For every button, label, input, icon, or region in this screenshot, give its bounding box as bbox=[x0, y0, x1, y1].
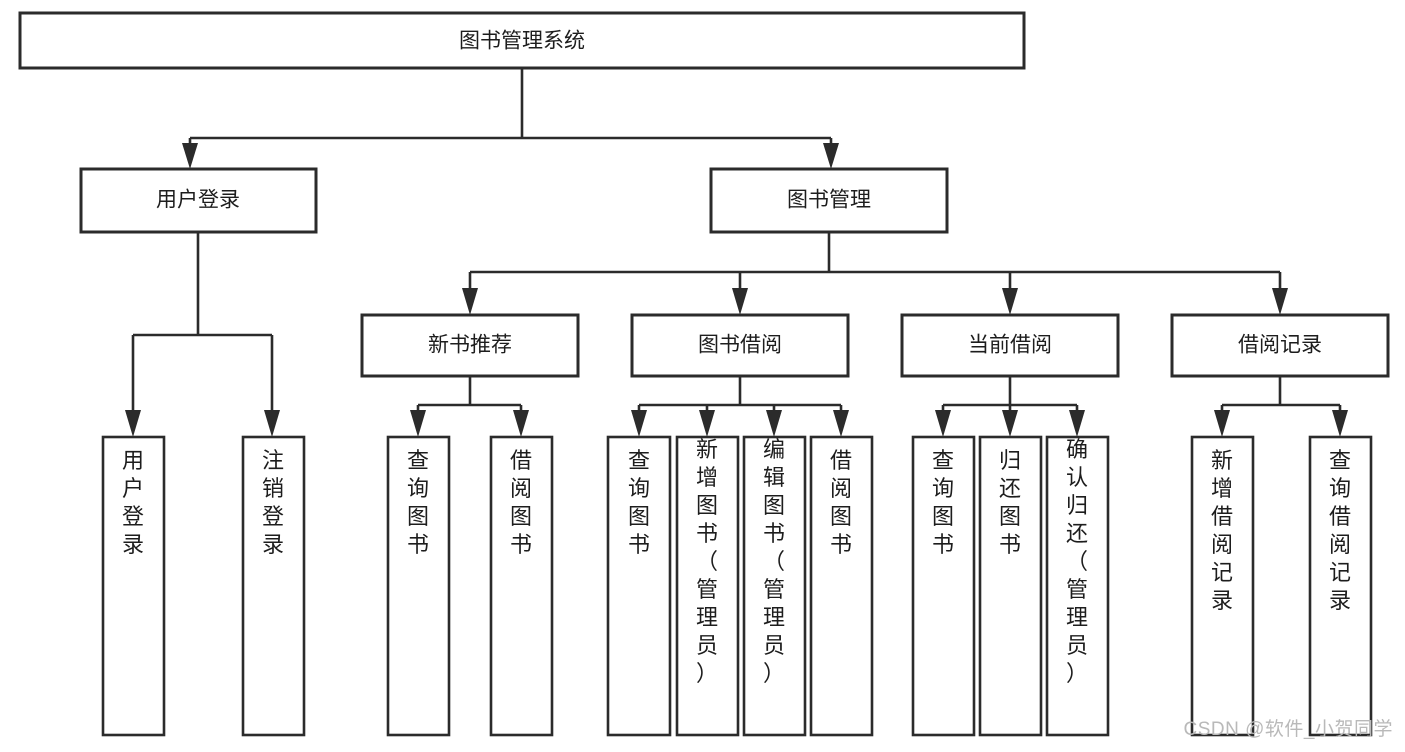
leaf-box[interactable] bbox=[386, 435, 451, 737]
leaf-query-book[interactable]: 查询图书 bbox=[606, 435, 672, 737]
leaf-confirm-return-admin[interactable]: 确认归还（管理员） bbox=[1045, 435, 1110, 737]
arrow-to-borrow-record bbox=[1272, 288, 1288, 315]
arrow-to-leaf-logout bbox=[264, 410, 280, 437]
leaf-label: 编辑图书（管理员） bbox=[763, 437, 785, 686]
user-login-box[interactable] bbox=[79, 167, 318, 234]
new-book-recommend-label: 新书推荐 bbox=[428, 334, 512, 357]
leaf-label: 查询借阅记录 bbox=[1329, 448, 1351, 613]
leaf-label: 用户登录 bbox=[122, 448, 144, 557]
book-manage-label: 图书管理 bbox=[787, 189, 871, 212]
leaf-label: 查询图书 bbox=[628, 448, 650, 557]
leaf-label: 注销登录 bbox=[262, 448, 284, 557]
node-current-borrow[interactable]: 当前借阅 bbox=[900, 313, 1120, 378]
node-new-book-recommend[interactable]: 新书推荐 bbox=[360, 313, 580, 378]
arrow-to-book-borrow bbox=[732, 288, 748, 315]
arrow-to-leaf-user-login bbox=[125, 410, 141, 437]
node-book-borrow[interactable]: 图书借阅 bbox=[630, 313, 850, 378]
leaf-query-book-current[interactable]: 查询图书 bbox=[911, 435, 976, 737]
node-borrow-record[interactable]: 借阅记录 bbox=[1170, 313, 1390, 378]
new-book-recommend-box[interactable] bbox=[360, 313, 580, 378]
leaf-box[interactable] bbox=[606, 435, 672, 737]
leaf-layer: 用户登录 注销登录 查询图书 借阅图书 查询图书 新增图书 bbox=[101, 435, 1373, 737]
leaf-box[interactable] bbox=[742, 435, 807, 737]
node-root[interactable]: 图书管理系统 bbox=[18, 11, 1026, 70]
leaf-add-borrow-record[interactable]: 新增借阅记录 bbox=[1190, 435, 1255, 737]
arrow-to-user-login bbox=[182, 143, 198, 169]
leaf-box[interactable] bbox=[489, 435, 554, 737]
leaf-box[interactable] bbox=[1045, 435, 1110, 737]
user-login-label: 用户登录 bbox=[156, 189, 240, 212]
leaf-label: 新增借阅记录 bbox=[1211, 448, 1233, 613]
arrow-to-current-leaf2 bbox=[1002, 410, 1018, 437]
leaf-box[interactable] bbox=[809, 435, 874, 737]
arrow-to-borrow-leaf4 bbox=[833, 410, 849, 437]
arrow-to-book-manage bbox=[823, 143, 839, 169]
leaf-user-login[interactable]: 用户登录 bbox=[101, 435, 166, 737]
leaf-label: 借阅图书 bbox=[830, 448, 852, 557]
book-manage-box[interactable] bbox=[709, 167, 949, 234]
leaf-logout[interactable]: 注销登录 bbox=[241, 435, 306, 737]
leaf-label: 归还图书 bbox=[999, 448, 1021, 557]
arrow-to-borrow-leaf3 bbox=[766, 410, 782, 437]
leaf-label: 新增图书（管理员） bbox=[696, 437, 718, 686]
arrow-to-current-leaf1 bbox=[935, 410, 951, 437]
borrow-record-label: 借阅记录 bbox=[1238, 334, 1322, 357]
leaf-box[interactable] bbox=[1308, 435, 1373, 737]
arrow-to-rec-leaf1 bbox=[410, 410, 426, 437]
csdn-watermark: CSDN @软件_小贺同学 bbox=[1183, 719, 1393, 740]
leaf-label: 确认归还（管理员） bbox=[1066, 437, 1088, 686]
node-user-login[interactable]: 用户登录 bbox=[79, 167, 318, 234]
leaf-label: 查询图书 bbox=[932, 448, 954, 557]
arrow-to-borrow-leaf2 bbox=[699, 410, 715, 437]
leaf-query-book-rec[interactable]: 查询图书 bbox=[386, 435, 451, 737]
arrow-to-current-leaf3 bbox=[1069, 410, 1085, 437]
node-book-manage[interactable]: 图书管理 bbox=[709, 167, 949, 234]
leaf-label: 查询图书 bbox=[407, 448, 429, 557]
leaf-label: 借阅图书 bbox=[510, 448, 532, 557]
book-borrow-box[interactable] bbox=[630, 313, 850, 378]
leaf-return-book[interactable]: 归还图书 bbox=[978, 435, 1043, 737]
leaf-borrow-book[interactable]: 借阅图书 bbox=[809, 435, 874, 737]
leaf-box[interactable] bbox=[101, 435, 166, 737]
borrow-record-box[interactable] bbox=[1170, 313, 1390, 378]
arrow-to-rec-leaf2 bbox=[513, 410, 529, 437]
leaf-box[interactable] bbox=[978, 435, 1043, 737]
leaf-box[interactable] bbox=[675, 435, 740, 737]
arrow-to-record-leaf1 bbox=[1214, 410, 1230, 437]
arrow-to-current-borrow bbox=[1002, 288, 1018, 315]
leaf-edit-book-admin[interactable]: 编辑图书（管理员） bbox=[742, 435, 807, 737]
current-borrow-label: 当前借阅 bbox=[968, 334, 1052, 357]
leaf-box[interactable] bbox=[1190, 435, 1255, 737]
book-borrow-label: 图书借阅 bbox=[698, 334, 782, 357]
leaf-box[interactable] bbox=[241, 435, 306, 737]
arrow-to-new-book-rec bbox=[462, 288, 478, 315]
arrow-to-record-leaf2 bbox=[1332, 410, 1348, 437]
root-box[interactable] bbox=[18, 11, 1026, 70]
arrow-to-borrow-leaf1 bbox=[631, 410, 647, 437]
leaf-box[interactable] bbox=[911, 435, 976, 737]
leaf-borrow-book-rec[interactable]: 借阅图书 bbox=[489, 435, 554, 737]
leaf-add-book-admin[interactable]: 新增图书（管理员） bbox=[675, 435, 740, 737]
root-label: 图书管理系统 bbox=[459, 30, 585, 53]
leaf-query-borrow-record[interactable]: 查询借阅记录 bbox=[1308, 435, 1373, 737]
current-borrow-box[interactable] bbox=[900, 313, 1120, 378]
connector-layer bbox=[125, 68, 1348, 437]
